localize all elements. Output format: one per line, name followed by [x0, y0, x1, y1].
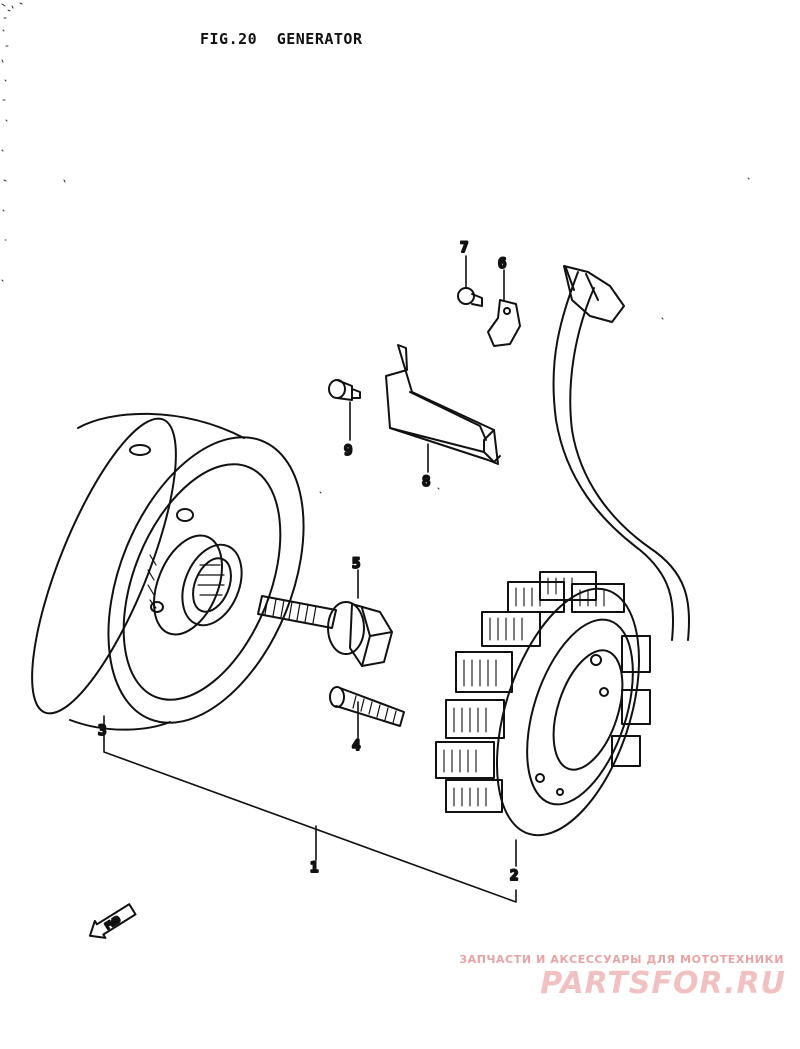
- callout-7: 7: [460, 240, 468, 256]
- callout-5: 5: [352, 556, 360, 572]
- lead-wire-cover: [385, 344, 501, 465]
- forward-arrow-icon: FWD: [88, 903, 137, 939]
- callout-6: 6: [498, 256, 506, 272]
- scan-noise: [1, 2, 750, 494]
- small-bolt: [457, 287, 483, 307]
- callout-4: 4: [352, 738, 360, 754]
- figure-title: FIG.20 GENERATOR: [200, 30, 363, 48]
- callout-3: 3: [98, 723, 106, 739]
- watermark-logo: PARTSFOR.RU: [540, 966, 786, 1001]
- callout-8: 8: [422, 474, 430, 490]
- leader-lines: [103, 255, 517, 903]
- wire-clamp: [487, 299, 521, 347]
- watermark-tagline: ЗАПЧАСТИ И АКСЕССУАРЫ ДЛЯ МОТОТЕХНИКИ: [459, 953, 784, 966]
- rotor-bolt: [257, 595, 393, 667]
- callout-1: 1: [310, 860, 318, 876]
- flywheel-rotor: [31, 412, 305, 731]
- stator-screw: [329, 686, 405, 727]
- callout-2: 2: [510, 868, 518, 884]
- clamp-bolt: [328, 379, 361, 401]
- stator-assembly: [435, 265, 691, 837]
- callout-9: 9: [344, 443, 352, 459]
